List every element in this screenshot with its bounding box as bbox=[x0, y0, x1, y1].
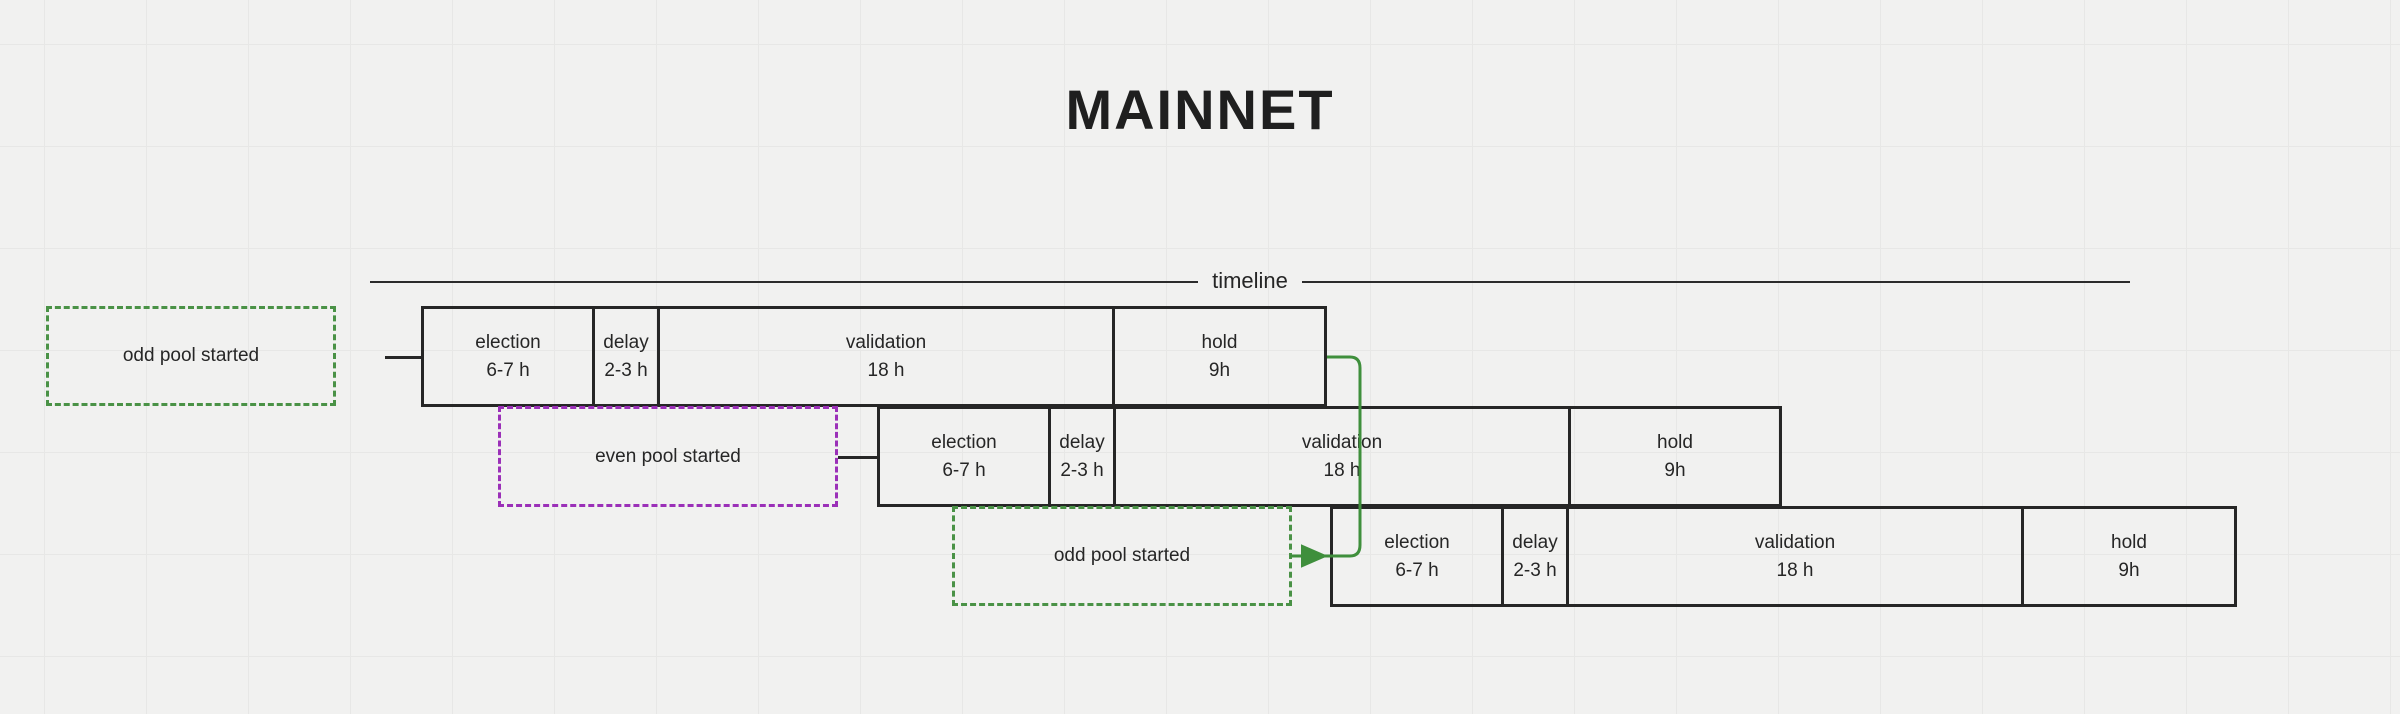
phase-cell-election[interactable]: election 6-7 h bbox=[880, 409, 1051, 504]
phase-cell-duration: 6-7 h bbox=[486, 359, 530, 381]
phase-cell-name: validation bbox=[845, 331, 927, 353]
phase-cell-validation[interactable]: validation 18 h bbox=[1569, 509, 2024, 604]
connector-note1-to-row1 bbox=[385, 356, 423, 359]
phase-cell-election[interactable]: election 6-7 h bbox=[1333, 509, 1504, 604]
phase-cell-hold[interactable]: hold 9h bbox=[2024, 509, 2234, 604]
phase-cell-duration: 2-3 h bbox=[1060, 459, 1104, 481]
phase-cell-name: hold bbox=[1201, 331, 1238, 353]
phase-cell-delay[interactable]: delay 2-3 h bbox=[1051, 409, 1116, 504]
phase-cell-election[interactable]: election 6-7 h bbox=[424, 309, 595, 404]
phase-cell-delay[interactable]: delay 2-3 h bbox=[1504, 509, 1569, 604]
phase-cell-duration: 9h bbox=[1208, 359, 1231, 381]
note-label: odd pool started bbox=[122, 345, 260, 366]
phase-row-1[interactable]: election 6-7 h delay 2-3 h validation 18… bbox=[421, 306, 1327, 407]
phase-cell-duration: 9h bbox=[1664, 459, 1686, 481]
phase-cell-name: delay bbox=[603, 331, 649, 353]
phase-cell-name: delay bbox=[1512, 531, 1558, 553]
connector-note2-to-row2 bbox=[838, 456, 879, 459]
note-odd-pool-started-2[interactable]: odd pool started bbox=[952, 506, 1292, 606]
phase-cell-name: election bbox=[931, 431, 997, 453]
phase-cell-duration: 18 h bbox=[1323, 459, 1361, 481]
timeline-axis-line-right bbox=[1301, 281, 2130, 283]
note-even-pool-started[interactable]: even pool started bbox=[498, 406, 838, 507]
timeline-axis-line-left bbox=[370, 281, 1199, 283]
phase-cell-hold[interactable]: hold 9h bbox=[1115, 309, 1324, 404]
phase-cell-name: hold bbox=[1657, 431, 1693, 453]
phase-cell-name: validation bbox=[1754, 531, 1836, 553]
phase-cell-name: hold bbox=[2111, 531, 2147, 553]
timeline-label: timeline bbox=[1212, 268, 1288, 293]
phase-cell-delay[interactable]: delay 2-3 h bbox=[595, 309, 660, 404]
phase-row-3[interactable]: election 6-7 h delay 2-3 h validation 18… bbox=[1330, 506, 2237, 607]
timeline-axis: timeline bbox=[370, 264, 2130, 300]
phase-cell-duration: 6-7 h bbox=[942, 459, 986, 481]
phase-cell-validation[interactable]: validation 18 h bbox=[660, 309, 1115, 404]
phase-cell-name: validation bbox=[1301, 431, 1383, 453]
phase-row-2[interactable]: election 6-7 h delay 2-3 h validation 18… bbox=[877, 406, 1782, 507]
phase-cell-duration: 9h bbox=[2118, 559, 2140, 581]
phase-cell-name: election bbox=[1384, 531, 1450, 553]
phase-cell-duration: 6-7 h bbox=[1395, 559, 1439, 581]
phase-cell-duration: 2-3 h bbox=[1513, 559, 1557, 581]
phase-cell-name: delay bbox=[1059, 431, 1105, 453]
note-label: odd pool started bbox=[1053, 545, 1191, 566]
note-odd-pool-started-1[interactable]: odd pool started bbox=[46, 306, 336, 406]
phase-cell-duration: 2-3 h bbox=[604, 359, 648, 381]
phase-cell-duration: 18 h bbox=[1776, 559, 1814, 581]
phase-cell-duration: 18 h bbox=[867, 359, 905, 381]
page-title: MAINNET bbox=[1065, 78, 1335, 141]
phase-cell-validation[interactable]: validation 18 h bbox=[1116, 409, 1571, 504]
phase-cell-hold[interactable]: hold 9h bbox=[1571, 409, 1779, 504]
note-label: even pool started bbox=[595, 445, 741, 467]
phase-cell-name: election bbox=[475, 331, 541, 353]
